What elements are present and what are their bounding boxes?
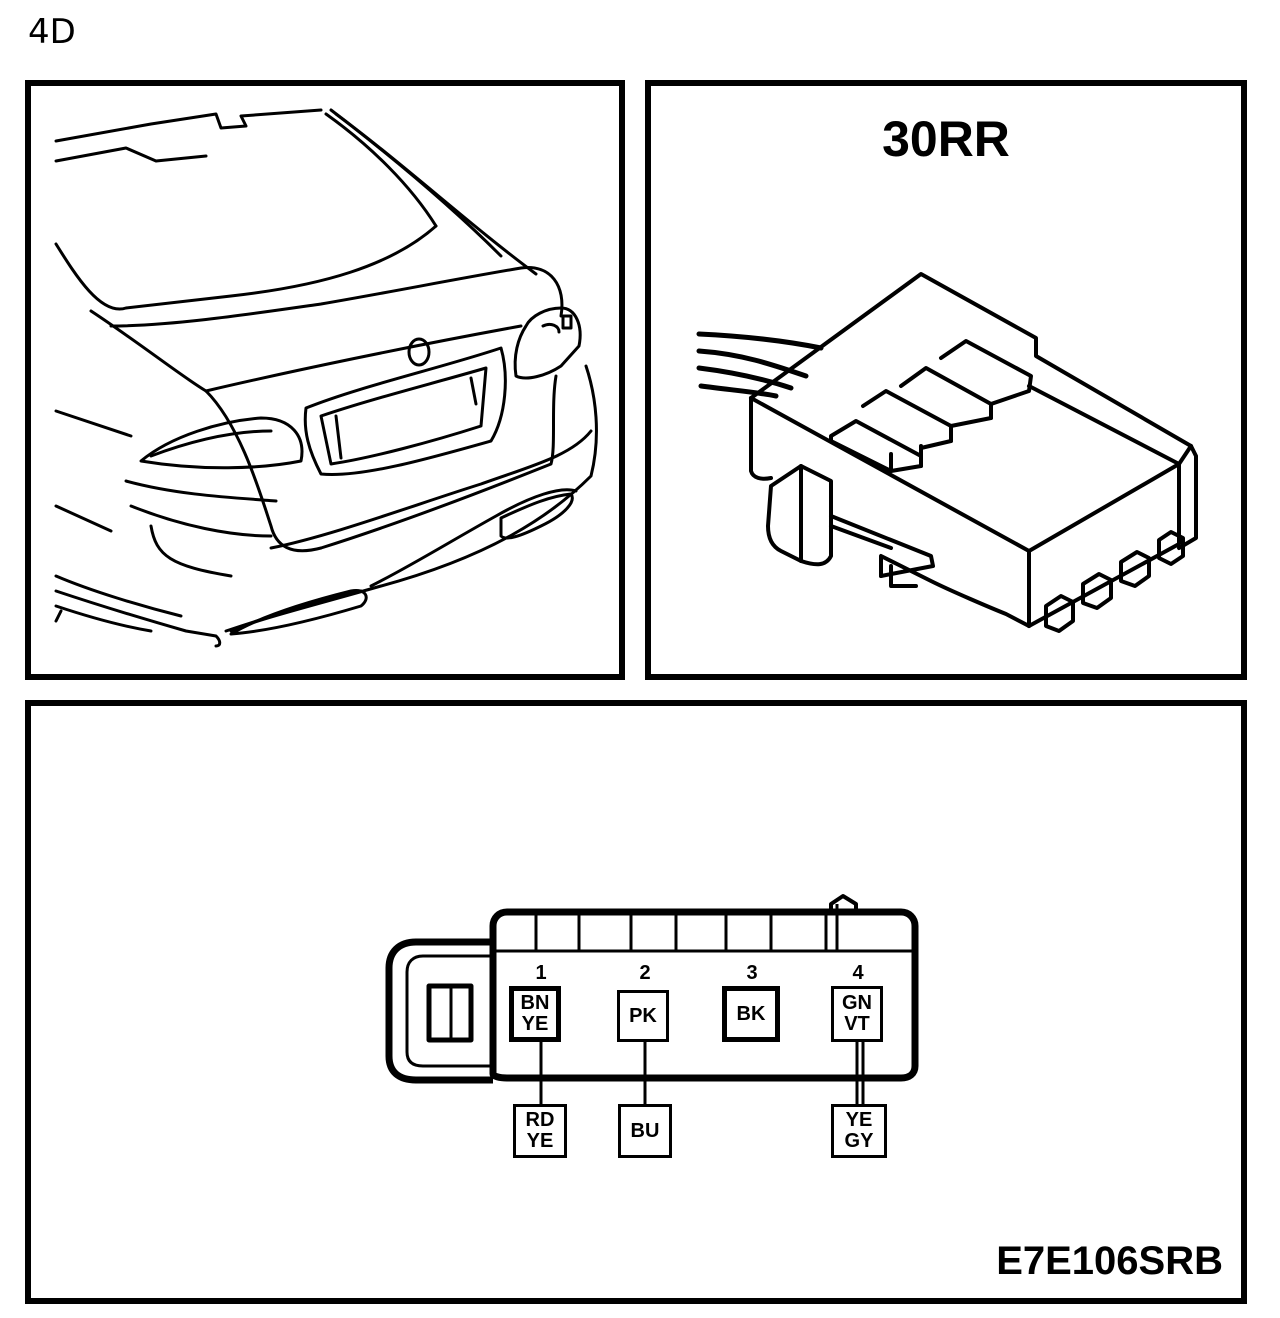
pin-1-wire-color: BN YE (509, 986, 561, 1042)
vehicle-location-panel (25, 80, 625, 680)
diagram-code: E7E106SRB (996, 1239, 1223, 1283)
pin-1-mate-wire-color: RD YE (513, 1104, 567, 1158)
connector-panel: 30RR (645, 80, 1247, 680)
pin-number-2: 2 (639, 962, 651, 984)
connector-title: 30RR (882, 111, 1010, 167)
pin-4-color-b: VT (844, 1013, 870, 1035)
pin-2-mate-wire-color: BU (618, 1104, 672, 1158)
pin-2-color-a: PK (629, 1004, 657, 1027)
pin-2-wire-color: PK (617, 990, 669, 1042)
pin-1-color-b: YE (521, 1013, 549, 1035)
pin-4-mate-color-a: YE (845, 1109, 873, 1131)
connector-face-outline (385, 894, 919, 1106)
pin-3-wire-color: BK (722, 986, 780, 1042)
pin-number-1: 1 (535, 962, 547, 984)
pin-4-mate-color-b: GY (844, 1130, 874, 1152)
vehicle-rear-illustration (54, 108, 598, 648)
pin-number-3: 3 (746, 962, 758, 984)
pin-1-color-a: BN (520, 992, 550, 1014)
pin-1-mate-color-b: YE (526, 1130, 554, 1152)
pin-3-color-a: BK (736, 1002, 766, 1025)
pin-4-mate-wire-color: YE GY (831, 1104, 887, 1158)
corner-label: 4D (28, 12, 76, 52)
pin-4-wire-color: GN VT (831, 986, 883, 1042)
pin-1-mate-color-a: RD (525, 1109, 555, 1131)
pin-number-4: 4 (852, 962, 864, 984)
connector-illustration (696, 272, 1198, 633)
pinout-panel: 1 2 3 4 BN YE PK BK GN VT RD YE BU YE GY… (25, 700, 1247, 1304)
pin-2-mate-color-a: BU (630, 1119, 660, 1142)
pin-4-color-a: GN (842, 992, 872, 1014)
